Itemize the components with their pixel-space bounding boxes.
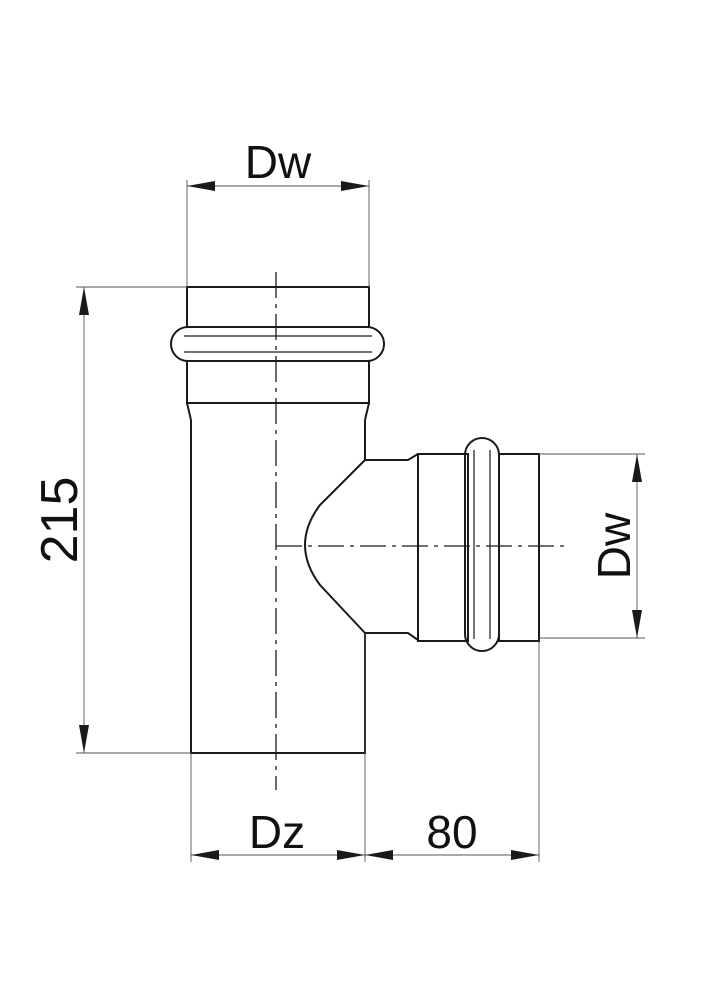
bottom-width-label: Dz	[249, 806, 305, 858]
dimension-top-width: Dw	[186, 136, 370, 287]
main-pipe	[170, 286, 385, 754]
pipe-body	[190, 420, 366, 754]
top-socket-upper	[186, 286, 370, 328]
top-width-label: Dw	[245, 136, 312, 188]
dimension-branch-width: Dw	[539, 453, 645, 639]
branch-top-edge	[365, 453, 419, 461]
branch-socket-right	[498, 453, 540, 642]
branch-seal-ring	[464, 437, 500, 652]
dimension-height: 215	[31, 286, 191, 754]
branch-length-label: 80	[426, 806, 477, 858]
intersection-curve	[304, 459, 366, 634]
top-seal-ring	[170, 326, 385, 362]
branch-width-label: Dw	[588, 512, 640, 579]
branch-pipe	[304, 437, 540, 652]
dimension-branch-length: 80	[365, 641, 540, 862]
height-label: 215	[31, 477, 89, 564]
branch-socket-left	[417, 453, 469, 642]
top-taper	[186, 402, 370, 421]
branch-bottom-edge	[365, 632, 419, 641]
dimension-bottom-width: Dz	[190, 633, 366, 862]
top-socket-lower	[186, 360, 370, 404]
